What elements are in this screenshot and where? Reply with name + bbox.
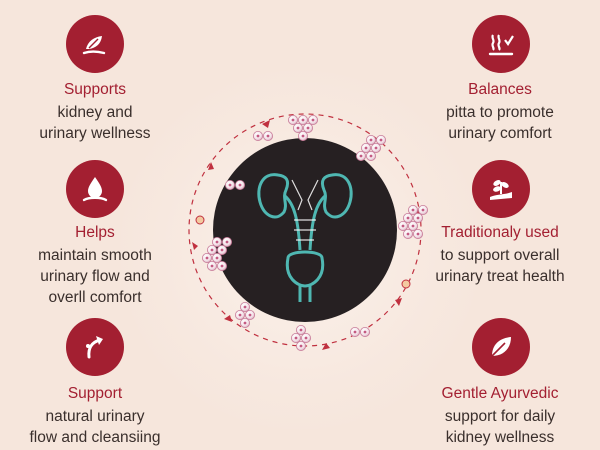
cell-nucleus bbox=[228, 183, 232, 187]
cell-nucleus bbox=[238, 313, 242, 317]
cell-nucleus bbox=[220, 264, 224, 268]
benefit-title: Supports bbox=[63, 81, 127, 98]
benefit-desc: natural urinary flow and cleansiing bbox=[29, 408, 161, 446]
cell-nucleus bbox=[416, 232, 420, 236]
benefit-supports-kidney: Supports kidney and urinary wellness bbox=[0, 80, 190, 144]
benefit-helps-flow: Helps maintain smooth urinary flow and o… bbox=[0, 223, 190, 308]
orbit-node bbox=[401, 279, 411, 289]
benefit-desc: kidney and urinary wellness bbox=[39, 104, 151, 142]
benefit-traditionally-used: Traditionaly used to support overall uri… bbox=[405, 223, 595, 287]
benefit-desc: pitta to promote urinary comfort bbox=[446, 104, 554, 142]
cell-nucleus bbox=[215, 240, 219, 244]
cell-nucleus bbox=[374, 146, 378, 150]
cell-nucleus bbox=[248, 313, 252, 317]
cell-clusters bbox=[195, 114, 428, 351]
benefit-desc: maintain smooth urinary flow and overll … bbox=[38, 247, 152, 306]
benefit-balances-pitta: Balances pitta to promote urinary comfor… bbox=[405, 80, 595, 144]
cell-nucleus bbox=[294, 336, 298, 340]
cell-nucleus bbox=[406, 216, 410, 220]
cell-nucleus bbox=[369, 138, 373, 142]
nephron-lines bbox=[291, 179, 319, 241]
heat-waves-icon bbox=[472, 15, 530, 73]
benefit-title: Balances bbox=[468, 81, 532, 98]
cell-nucleus bbox=[243, 321, 247, 325]
herb-hand-icon bbox=[472, 160, 530, 218]
cell-nucleus bbox=[291, 118, 295, 122]
cell-nucleus bbox=[225, 240, 229, 244]
cell-nucleus bbox=[421, 208, 425, 212]
cell-nucleus bbox=[311, 118, 315, 122]
cell-nucleus bbox=[210, 248, 214, 252]
cell-nucleus bbox=[256, 134, 260, 138]
cell-nucleus bbox=[301, 118, 305, 122]
benefit-desc: to support overall urinary treat health bbox=[435, 247, 565, 285]
cell-nucleus bbox=[243, 305, 247, 309]
cell-nucleus bbox=[304, 336, 308, 340]
benefit-support-cleansing: Support natural urinary flow and cleansi… bbox=[0, 384, 190, 448]
cell-nucleus bbox=[411, 208, 415, 212]
benefit-title: Support bbox=[67, 385, 123, 402]
cell-nucleus bbox=[406, 232, 410, 236]
benefit-gentle-ayurvedic: Gentle Ayurvedic support for daily kidne… bbox=[405, 384, 595, 448]
leaf-icon bbox=[472, 318, 530, 376]
cell-nucleus bbox=[299, 344, 303, 348]
flow-arrow-icon bbox=[66, 318, 124, 376]
cell-nucleus bbox=[379, 138, 383, 142]
cell-nucleus bbox=[401, 224, 405, 228]
cell-nucleus bbox=[238, 183, 242, 187]
cell-nucleus bbox=[299, 328, 303, 332]
cell-nucleus bbox=[266, 134, 270, 138]
cell-nucleus bbox=[205, 256, 209, 260]
cell-nucleus bbox=[220, 248, 224, 252]
kidney-diagram bbox=[188, 113, 428, 351]
benefit-title: Traditionaly used bbox=[441, 224, 559, 241]
cell-nucleus bbox=[215, 256, 219, 260]
cell-nucleus bbox=[364, 146, 368, 150]
benefit-title: Gentle Ayurvedic bbox=[441, 385, 559, 402]
cell-nucleus bbox=[359, 154, 363, 158]
orbit-node bbox=[195, 215, 205, 225]
cell-nucleus bbox=[301, 134, 305, 138]
water-drop-icon bbox=[66, 160, 124, 218]
cell-nucleus bbox=[369, 154, 373, 158]
cell-nucleus bbox=[210, 264, 214, 268]
benefit-title: Helps bbox=[75, 224, 115, 241]
cell-nucleus bbox=[296, 126, 300, 130]
leaf-hand-icon bbox=[66, 15, 124, 73]
cell-nucleus bbox=[363, 330, 367, 334]
cell-nucleus bbox=[306, 126, 310, 130]
cell-nucleus bbox=[416, 216, 420, 220]
benefit-desc: support for daily kidney wellness bbox=[444, 408, 556, 446]
cell-nucleus bbox=[411, 224, 415, 228]
cell-nucleus bbox=[353, 330, 357, 334]
kidney-illustration bbox=[257, 173, 353, 302]
